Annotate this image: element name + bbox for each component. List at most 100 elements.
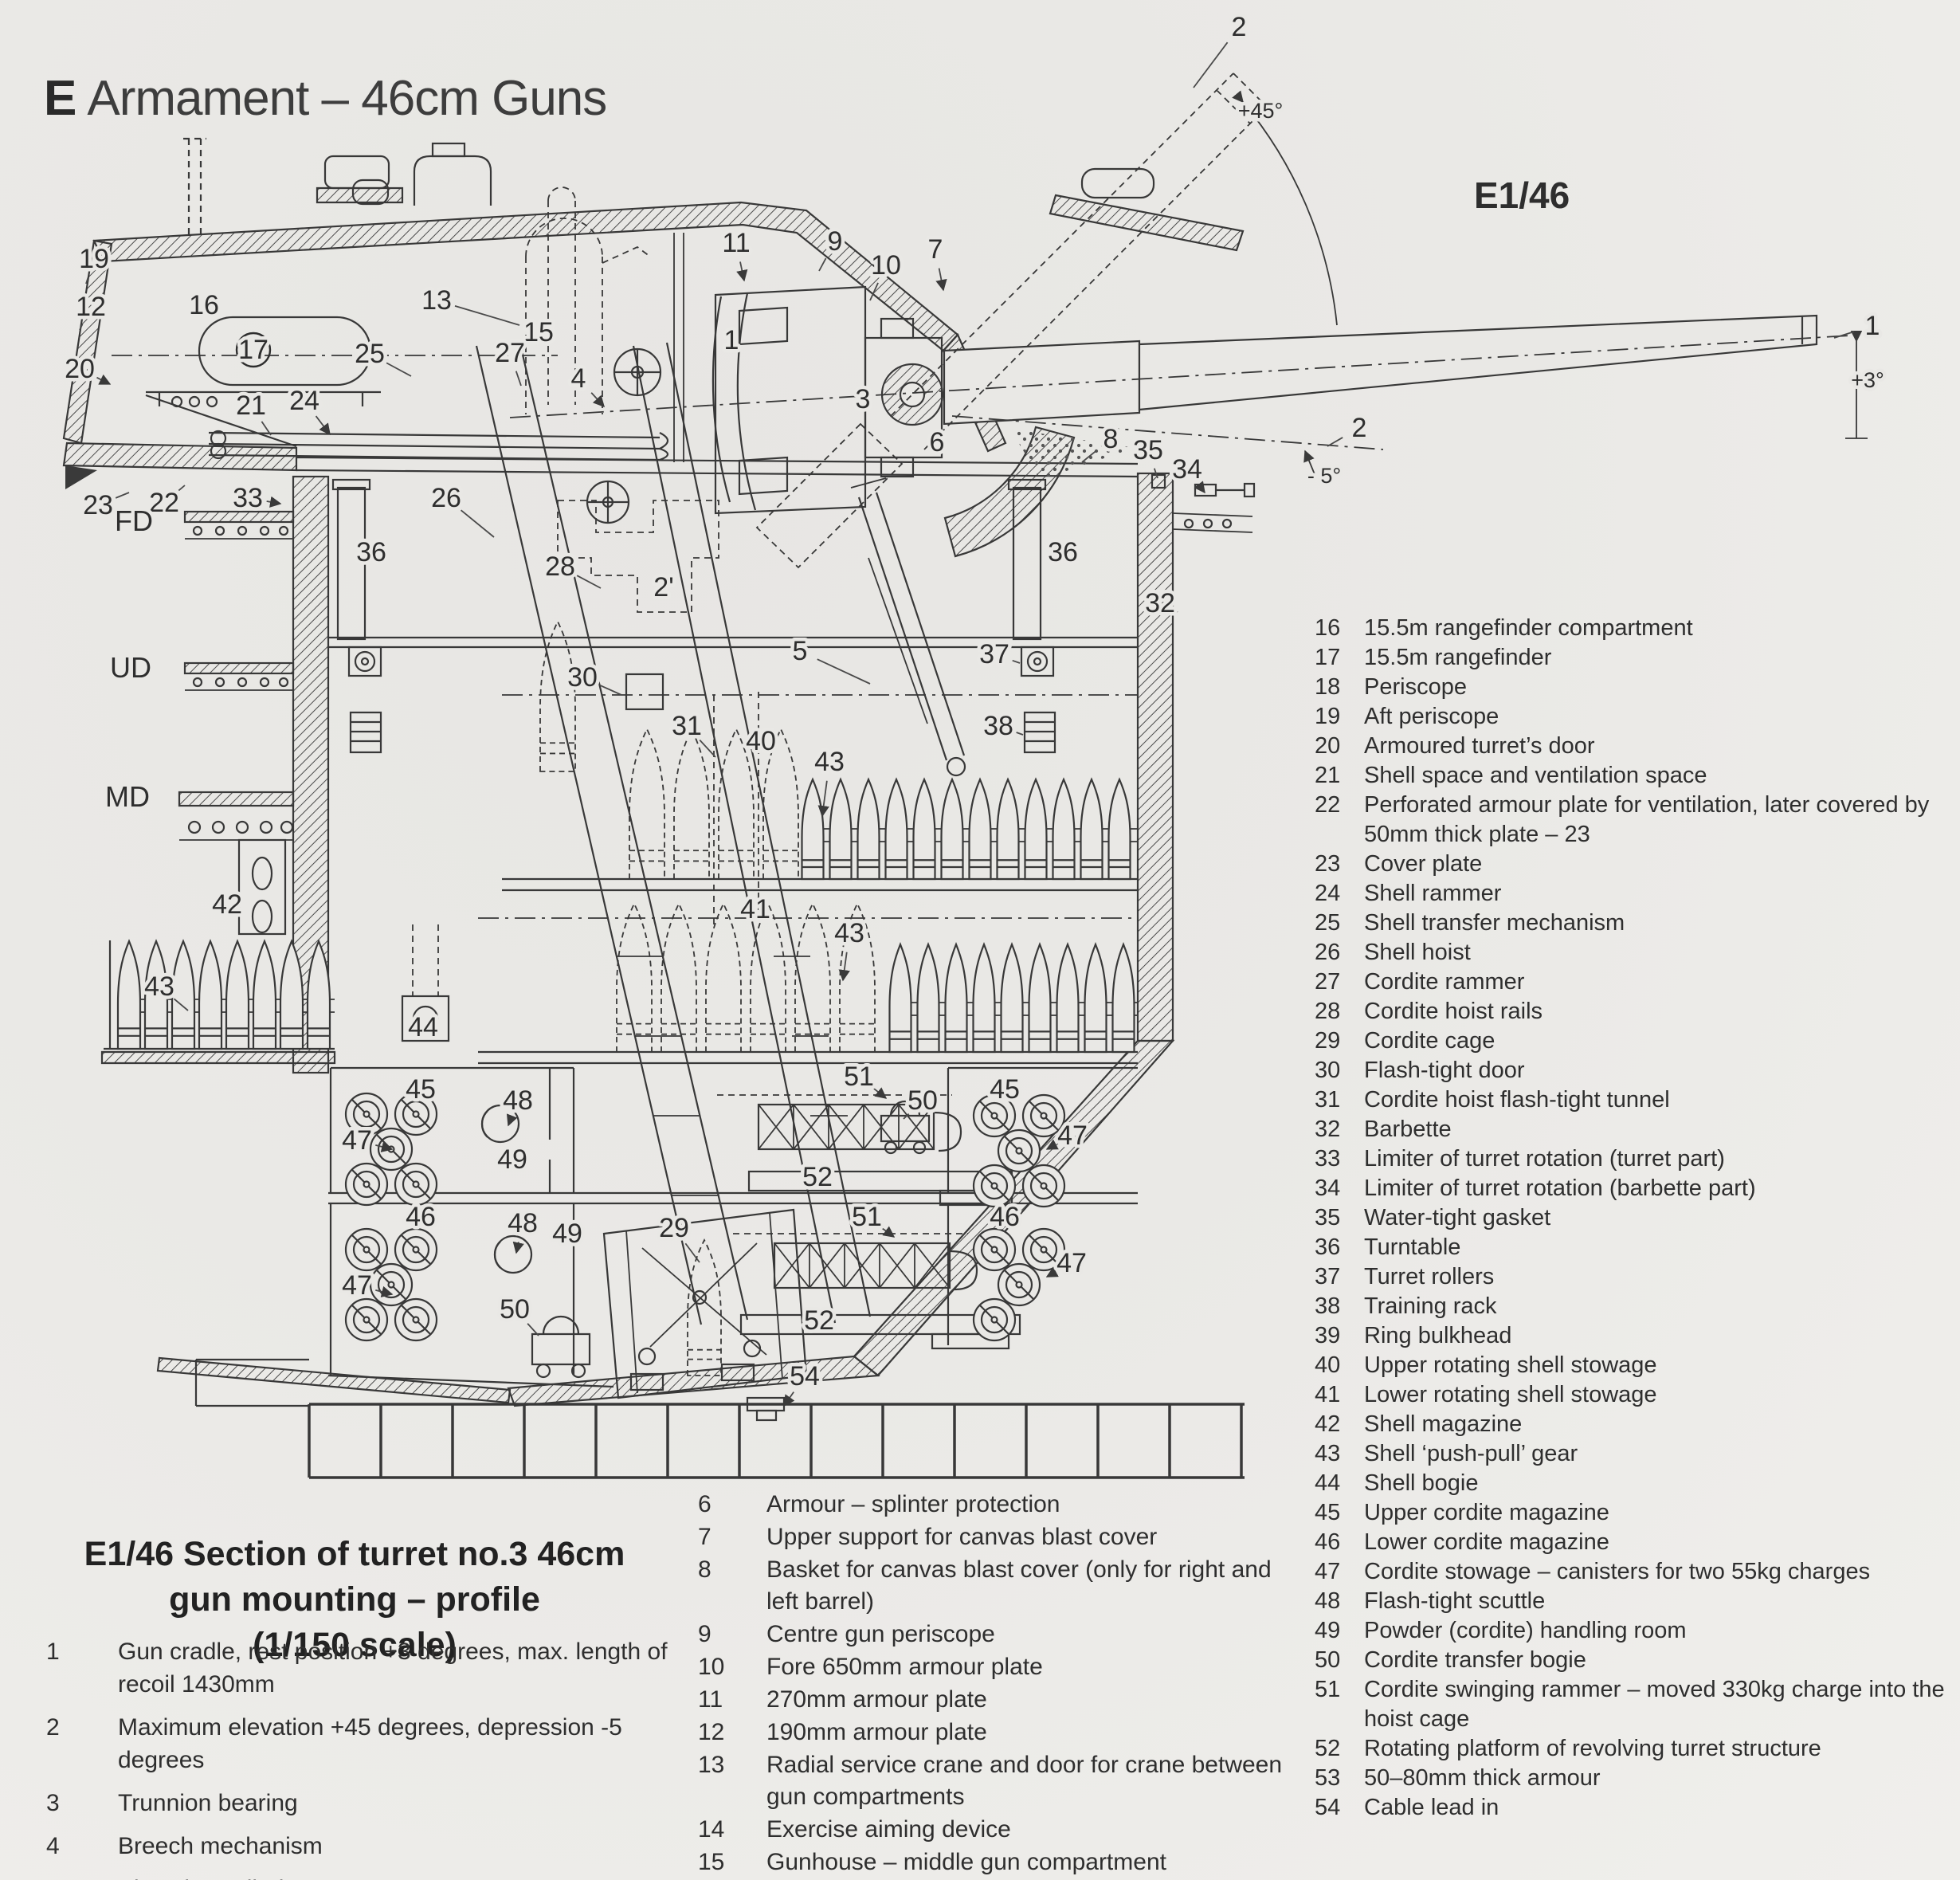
legend-item-number: 54 — [1315, 1795, 1341, 1820]
callout-leader — [461, 509, 495, 538]
cordite-canister — [394, 1297, 438, 1342]
callout-leader — [266, 496, 282, 508]
callout-leader — [261, 421, 272, 436]
callout-leader — [599, 685, 622, 696]
legend-item-text: 15.5m rangefinder compartment — [1364, 615, 1693, 641]
legend-item-text: Armoured turret’s door — [1364, 733, 1595, 759]
shell — [839, 901, 876, 1053]
shell — [912, 777, 936, 881]
diagram-callout: 46 — [406, 1202, 436, 1232]
shell — [143, 939, 169, 1050]
deck-label: FD — [115, 504, 153, 537]
callout-leader — [1193, 41, 1229, 88]
section-title: Armament – 46cm Guns — [87, 71, 607, 126]
diagram-callout: 7 — [928, 234, 943, 265]
diagram-callout: 45 — [406, 1074, 436, 1105]
shell — [705, 901, 742, 1053]
angle-label: - 5° — [1307, 464, 1341, 488]
shell — [629, 727, 665, 880]
legend-item-number: 45 — [1315, 1500, 1341, 1525]
deck-label: UD — [110, 651, 151, 684]
diagram-callout: 32 — [1145, 588, 1175, 618]
legend-item-number: 6 — [698, 1491, 711, 1517]
cordite-canister — [344, 1092, 389, 1136]
legend-item-text: Shell ‘push-pull’ gear — [1364, 1441, 1578, 1466]
legend-item-text: Elevating cylinder — [118, 1873, 692, 1880]
callout-leader — [1016, 732, 1024, 736]
shell — [687, 1238, 722, 1376]
callout-leader — [736, 261, 748, 282]
cordite-canister — [972, 1164, 1017, 1208]
flash-tight-door — [625, 673, 664, 711]
shell — [171, 939, 196, 1050]
legend-item-number: 1 — [46, 1639, 60, 1665]
legend-item-number: 17 — [1315, 645, 1341, 670]
caption-line: gun mounting – profile — [169, 1580, 540, 1619]
diagram-callout: 50 — [500, 1294, 530, 1325]
legend-item-number: 15 — [698, 1849, 725, 1875]
legend-item-text: Limiter of turret rotation (barbette par… — [1364, 1175, 1756, 1201]
legend-item-number: 5 — [46, 1873, 118, 1880]
diagram-callout: 52 — [804, 1305, 834, 1336]
diagram-callout: 27 — [495, 338, 525, 368]
shell — [857, 777, 880, 881]
diagram-callout: 40 — [746, 726, 776, 756]
legend-item-number: 16 — [1315, 615, 1341, 641]
forecastle-deck — [183, 510, 295, 524]
legend-item-text: Cordite transfer bogie — [1364, 1647, 1586, 1673]
diagram-callout: 25 — [355, 339, 385, 369]
cordite-canister — [344, 1297, 389, 1342]
callout-leader — [96, 374, 112, 385]
rangefinder-housing — [198, 316, 372, 387]
cordite-canister-layer — [344, 1092, 1066, 1342]
diagram-callout: 52 — [802, 1162, 833, 1192]
training-rack — [1023, 711, 1056, 754]
diagram-callout: 8 — [1103, 424, 1119, 454]
diagram-callout: 28 — [545, 551, 575, 582]
legend-item-text: Powder (cordite) handling room — [1364, 1618, 1687, 1643]
cordite-transfer-bogie — [531, 1315, 591, 1366]
diagram-callout: 22 — [149, 488, 179, 518]
legend-item-text: Gun cradle, rest position +3 degrees, ma… — [118, 1639, 668, 1697]
diagram-callout: 1 — [1865, 311, 1880, 341]
legend-item-text: 15.5m rangefinder — [1364, 645, 1552, 670]
cordite-canister — [1021, 1093, 1066, 1138]
legend-item-number: 39 — [1315, 1323, 1341, 1348]
diagram-callout: 11 — [722, 228, 750, 258]
cordite-canister — [369, 1262, 414, 1307]
callout-leader — [881, 1226, 896, 1238]
diagram-callout: 10 — [871, 250, 901, 281]
legend-item-text: Shell rammer — [1364, 881, 1502, 906]
shell — [539, 619, 576, 772]
legend-item-text: Limiter of turret rotation (turret part) — [1364, 1146, 1725, 1172]
shell — [279, 939, 304, 1050]
legend-item-number: 23 — [1315, 851, 1341, 877]
callout-leader — [817, 780, 829, 818]
legend-item-number: 25 — [1315, 910, 1341, 936]
diagram-callout: 38 — [983, 711, 1013, 741]
legend-item-number: 40 — [1315, 1352, 1341, 1378]
legend-item-text: Centre gun periscope — [766, 1621, 995, 1647]
